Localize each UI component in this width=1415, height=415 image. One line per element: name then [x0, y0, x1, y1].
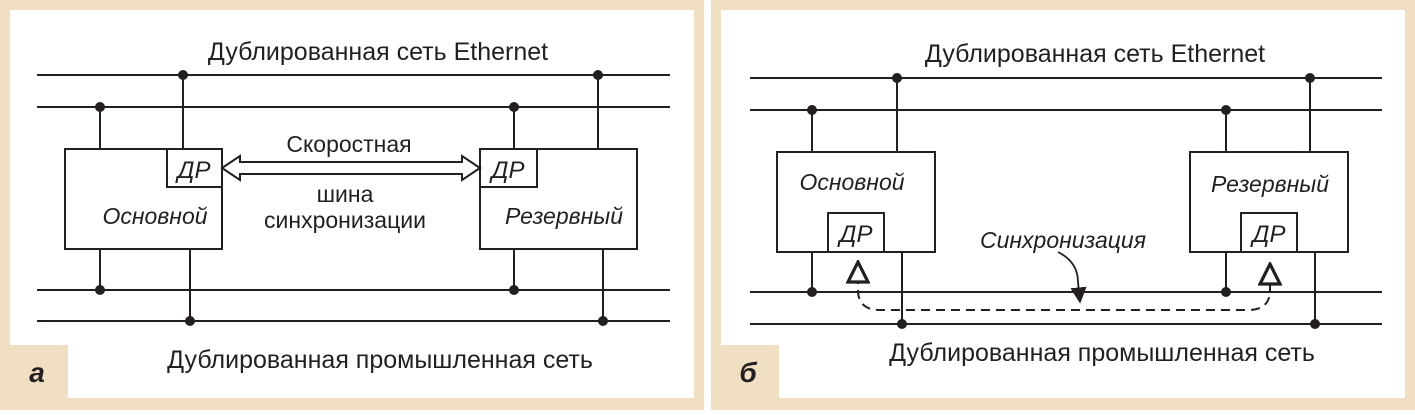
panel-a-sync-bus-line3: синхронизации: [264, 207, 426, 233]
panel-b-junction: [1305, 73, 1315, 83]
panel-b-junction: [897, 319, 907, 329]
panel-b-junction: [807, 105, 817, 115]
panel-b-junction: [1221, 105, 1231, 115]
panel-b-primary-dr-label: ДР: [837, 221, 873, 248]
panel-b-tag: б: [739, 357, 757, 388]
panel-b-sync-label-pointer: [1057, 251, 1087, 304]
panel-a: Дублированная сеть Ethernet ДР Основной: [0, 0, 704, 410]
panel-a-top-title: Дублированная сеть Ethernet: [208, 38, 548, 66]
panel-a-sync-bus-line2: шина: [317, 181, 374, 207]
panel-a-bottom-title: Дублированная промышленная сеть: [167, 346, 593, 374]
panel-a-primary-dr-box: [166, 148, 223, 188]
panel-a-primary-label: Основной: [102, 203, 207, 229]
panel-b-junction: [1221, 287, 1231, 297]
panel-a-tag: а: [29, 357, 45, 388]
panel-b-junction: [892, 73, 902, 83]
panel-b-primary-dr-box: [827, 212, 885, 253]
panel-a-junction: [95, 285, 105, 295]
panel-b-top-title: Дублированная сеть Ethernet: [925, 40, 1265, 68]
panel-a-backup-dr-label: ДР: [489, 157, 525, 184]
panel-b-sync-path: [857, 260, 1271, 311]
panel-a-primary-dr-label: ДР: [175, 157, 211, 184]
panel-b-tag-background: [721, 345, 779, 398]
panel-b-backup-label: Резервный: [1211, 171, 1329, 197]
panel-b-bottom-title: Дублированная промышленная сеть: [889, 339, 1315, 367]
panel-b-junction: [807, 287, 817, 297]
panel-b-junction: [1310, 319, 1320, 329]
panel-a-junction: [95, 102, 105, 112]
panel-b-backup-dr-label: ДР: [1250, 221, 1286, 248]
panel-a-sync-bus-arrow: [220, 154, 482, 182]
panel-a-junction: [509, 285, 519, 295]
panel-a-tag-background: [10, 345, 68, 398]
panel-b-backup-dr-box: [1240, 212, 1298, 253]
panel-a-junction: [593, 70, 603, 80]
panel-a-backup-label: Резервный: [505, 203, 623, 229]
panel-b: Дублированная сеть Ethernet Основной ДР: [711, 0, 1415, 410]
panel-a-junction: [185, 316, 195, 326]
panel-b-primary-label: Основной: [799, 169, 904, 195]
panel-a-backup-dr-box: [479, 148, 538, 188]
panel-a-junction: [178, 70, 188, 80]
panel-a-sync-bus-line1: Скоростная: [286, 131, 411, 157]
panel-b-sync-label: Синхронизация: [980, 227, 1146, 253]
panel-a-junction: [509, 102, 519, 112]
panel-a-junction: [598, 316, 608, 326]
